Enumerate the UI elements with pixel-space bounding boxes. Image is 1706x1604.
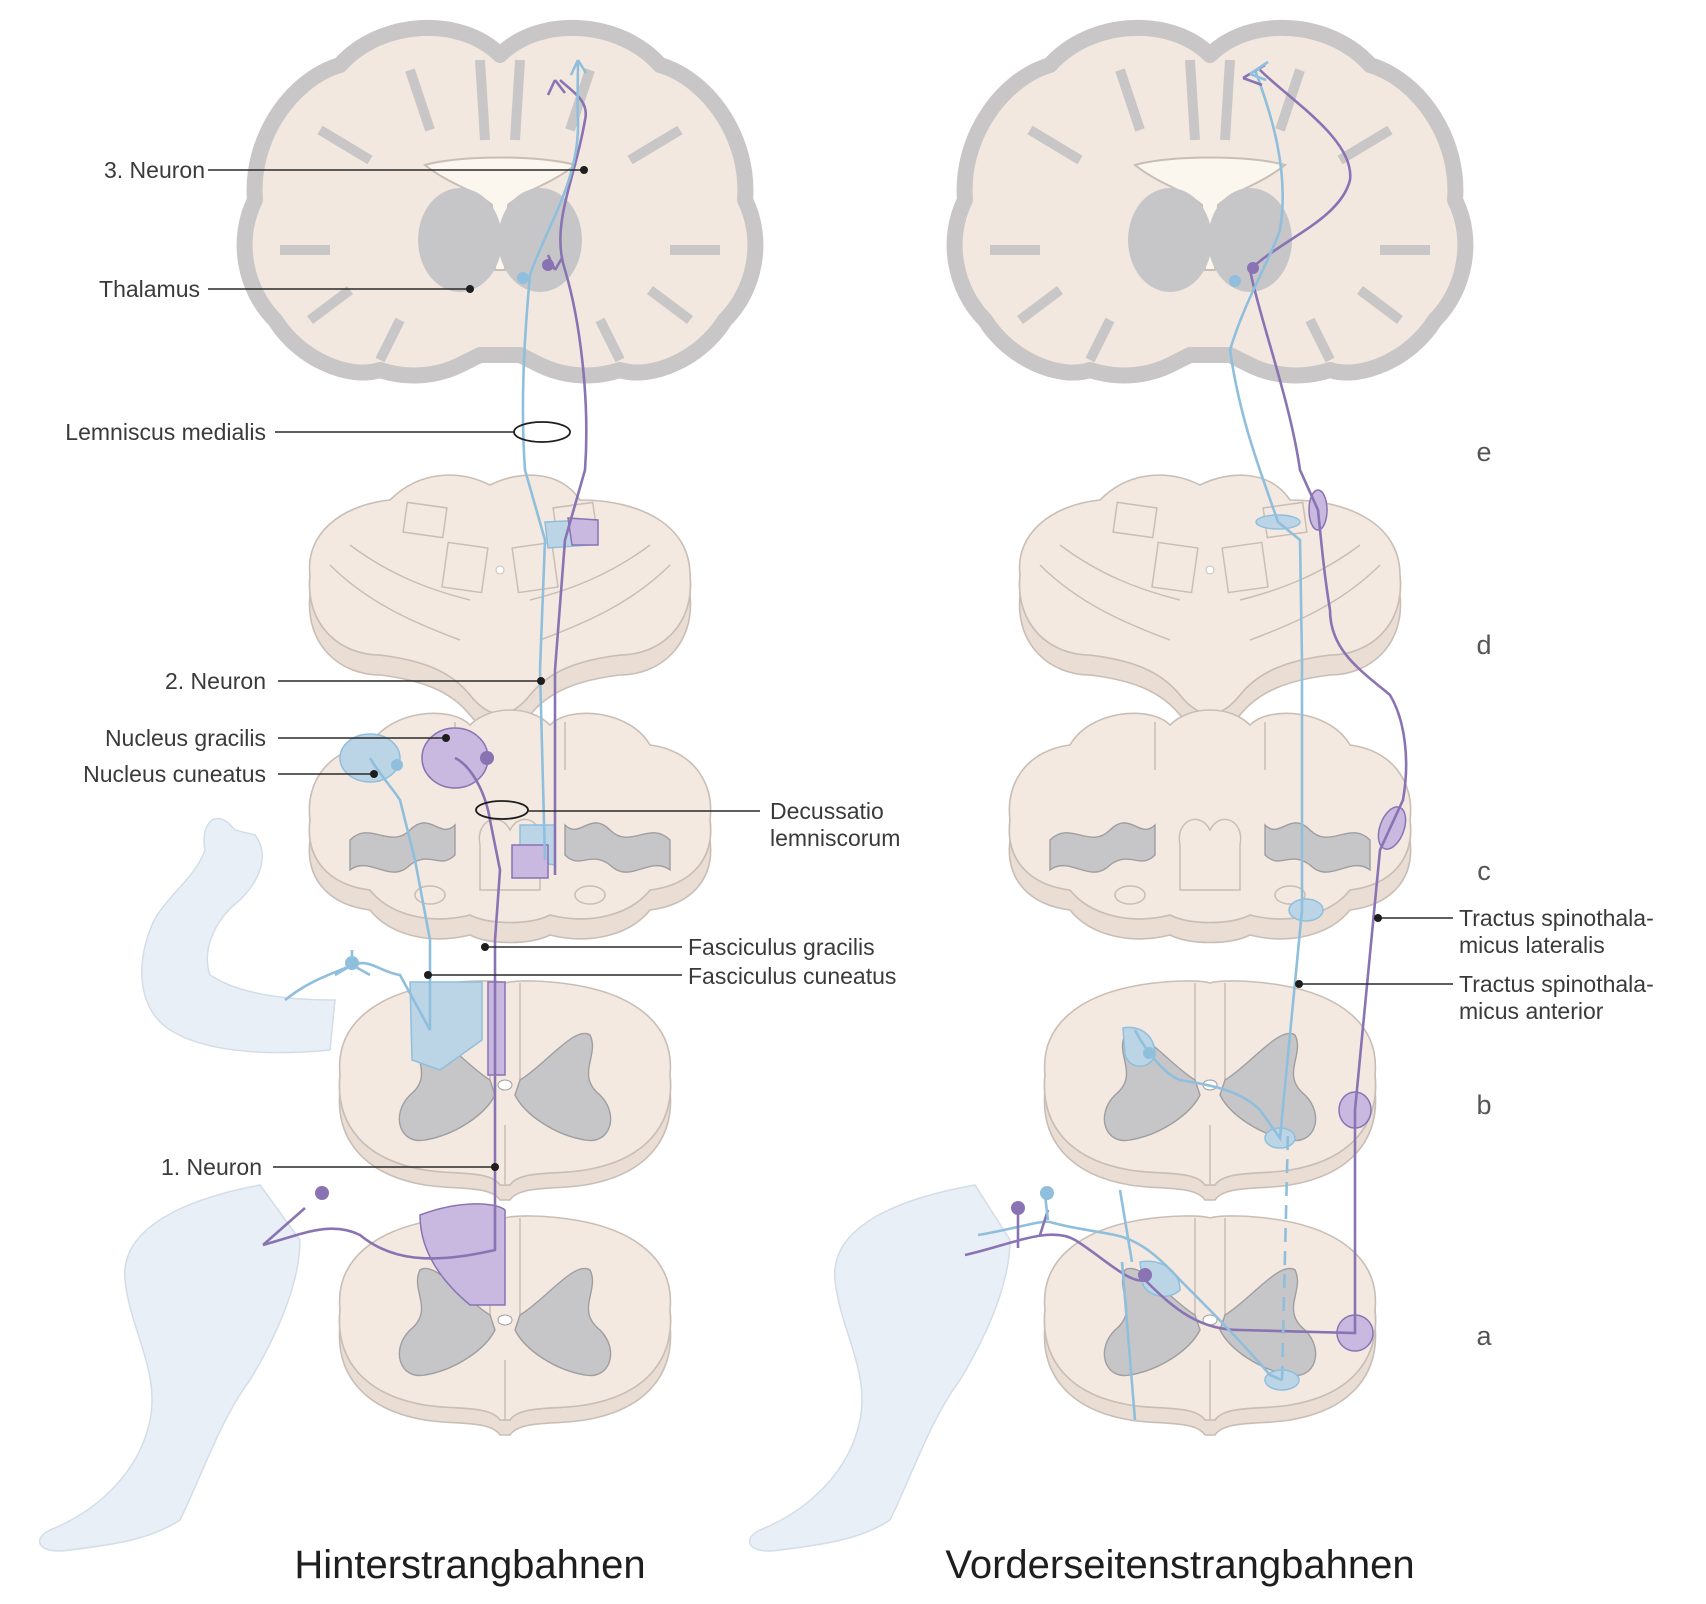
neuron2-soma-blue bbox=[391, 759, 403, 771]
stt-neuron2-soma-purple bbox=[1138, 1268, 1152, 1282]
section-letter-d: d bbox=[1476, 630, 1491, 660]
caption-hinterstrangbahnen: Hinterstrangbahnen bbox=[294, 1543, 645, 1587]
label-lemniscus-medialis: Lemniscus medialis bbox=[65, 419, 266, 445]
label-nucleus-cuneatus: Nucleus cuneatus bbox=[83, 761, 266, 787]
dorsal-column-purple-pathway bbox=[262, 79, 588, 1260]
label-lemniscorum: lemniscorum bbox=[770, 825, 900, 851]
pons-section-right bbox=[1018, 474, 1402, 735]
neuron3-soma-blue bbox=[517, 272, 529, 284]
cervical-cord-section-right bbox=[1043, 980, 1377, 1201]
label-neuron2: 2. Neuron bbox=[165, 668, 266, 694]
spinothalamic-lateral-pathway bbox=[964, 69, 1408, 1335]
section-letter-c: c bbox=[1477, 856, 1491, 886]
label-neuron3: 3. Neuron bbox=[104, 157, 205, 183]
brain-coronal-section bbox=[245, 28, 756, 376]
stt-neuron3-soma-purple bbox=[1247, 262, 1259, 274]
pons-section bbox=[308, 474, 692, 735]
neuron3-soma-purple bbox=[542, 259, 554, 271]
stt-neuron3-soma-blue bbox=[1229, 275, 1241, 287]
brain-coronal-section-right bbox=[955, 28, 1466, 376]
label-nucleus-gracilis: Nucleus gracilis bbox=[105, 725, 266, 751]
label-fasciculus-gracilis: Fasciculus gracilis bbox=[688, 934, 875, 960]
medulla-section-right bbox=[1008, 709, 1412, 944]
stt-neuron1-soma-blue bbox=[1040, 1186, 1054, 1200]
section-letter-e: e bbox=[1476, 437, 1491, 467]
dorsal-column-blue-pathway bbox=[284, 59, 580, 1031]
label-neuron1: 1. Neuron bbox=[161, 1154, 262, 1180]
section-letter-b: b bbox=[1476, 1090, 1491, 1120]
spinothalamic-anterior-pathway bbox=[977, 69, 1304, 1382]
section-letter-a: a bbox=[1476, 1321, 1492, 1351]
label-sta-line1: Tractus spinothala- bbox=[1459, 971, 1654, 997]
right-panel-anterolateral: Tractus spinothala- micus lateralis Trac… bbox=[748, 28, 1654, 1587]
stt-neuron1-soma-purple bbox=[1011, 1201, 1025, 1215]
label-decussatio: Decussatio bbox=[770, 798, 884, 824]
label-stl-line1: Tractus spinothala- bbox=[1459, 905, 1654, 931]
label-stl-line2: micus lateralis bbox=[1459, 932, 1605, 958]
caption-vorderseitenstrangbahnen: Vorderseitenstrangbahnen bbox=[945, 1543, 1414, 1587]
leader-lines-right bbox=[1295, 914, 1453, 988]
label-thalamus: Thalamus bbox=[99, 276, 200, 302]
left-panel-dorsal-column: 3. Neuron Thalamus Lemniscus medialis 2.… bbox=[38, 28, 900, 1587]
leg-illustration bbox=[38, 1184, 301, 1552]
leg-illustration-right bbox=[748, 1184, 1011, 1552]
neuron2-soma-purple bbox=[480, 751, 494, 765]
label-fasciculus-cuneatus: Fasciculus cuneatus bbox=[688, 963, 896, 989]
leader-lines-left bbox=[208, 166, 760, 1171]
neuron1-soma-blue bbox=[345, 956, 359, 970]
arm-illustration bbox=[141, 817, 336, 1054]
label-sta-line2: micus anterior bbox=[1459, 998, 1604, 1024]
neuron1-soma-purple bbox=[315, 1186, 329, 1200]
stt-neuron2-soma-blue bbox=[1143, 1047, 1155, 1059]
decussatio-ring bbox=[475, 800, 529, 820]
